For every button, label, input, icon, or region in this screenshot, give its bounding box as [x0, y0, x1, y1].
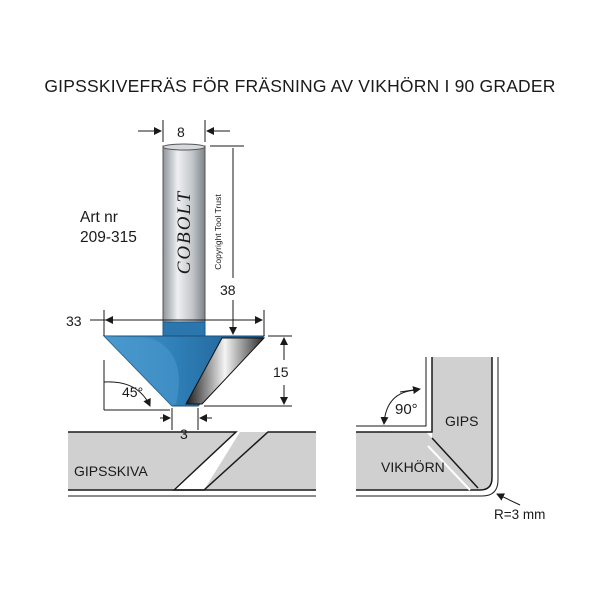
cutting-edge — [185, 337, 266, 405]
gipsskiva-label: GIPSSKIVA — [74, 463, 148, 479]
vikhorn-panel — [356, 357, 521, 506]
article-number: 209-315 — [80, 229, 137, 246]
figure-title: GIPSSKIVEFRÄS FÖR FRÄSNING AV VIKHÖRN I … — [44, 76, 556, 96]
article-number-block: Art nr 209-315 — [80, 208, 137, 248]
router-bit — [102, 143, 266, 407]
gipsskiva-panel — [68, 431, 316, 497]
dim-cutter-diameter: 33 — [66, 313, 82, 329]
dim-angle-45: 45° — [122, 384, 144, 400]
gips-label: GIPS — [445, 413, 479, 429]
copyright-text: Copyright Tool Trust — [213, 194, 223, 270]
article-label: Art nr — [80, 209, 118, 226]
collar — [162, 321, 206, 337]
brand-logo-text: COBOLT — [174, 189, 195, 275]
shank — [162, 145, 206, 325]
cutter-flute — [104, 336, 179, 406]
angle-90-label: 90° — [395, 401, 418, 418]
dim-total-length: 38 — [220, 282, 236, 298]
dim-shank-diameter: 8 — [177, 124, 185, 140]
vikhorn-label: VIKHÖRN — [381, 459, 445, 475]
radius-label: R=3 mm — [494, 507, 546, 522]
dim-cutter-height: 15 — [273, 364, 289, 380]
vikhorn-horizontal-board — [356, 432, 480, 490]
dimension-lines — [90, 120, 292, 430]
shank-top — [162, 143, 206, 151]
dim-tip-width: 3 — [180, 426, 188, 442]
